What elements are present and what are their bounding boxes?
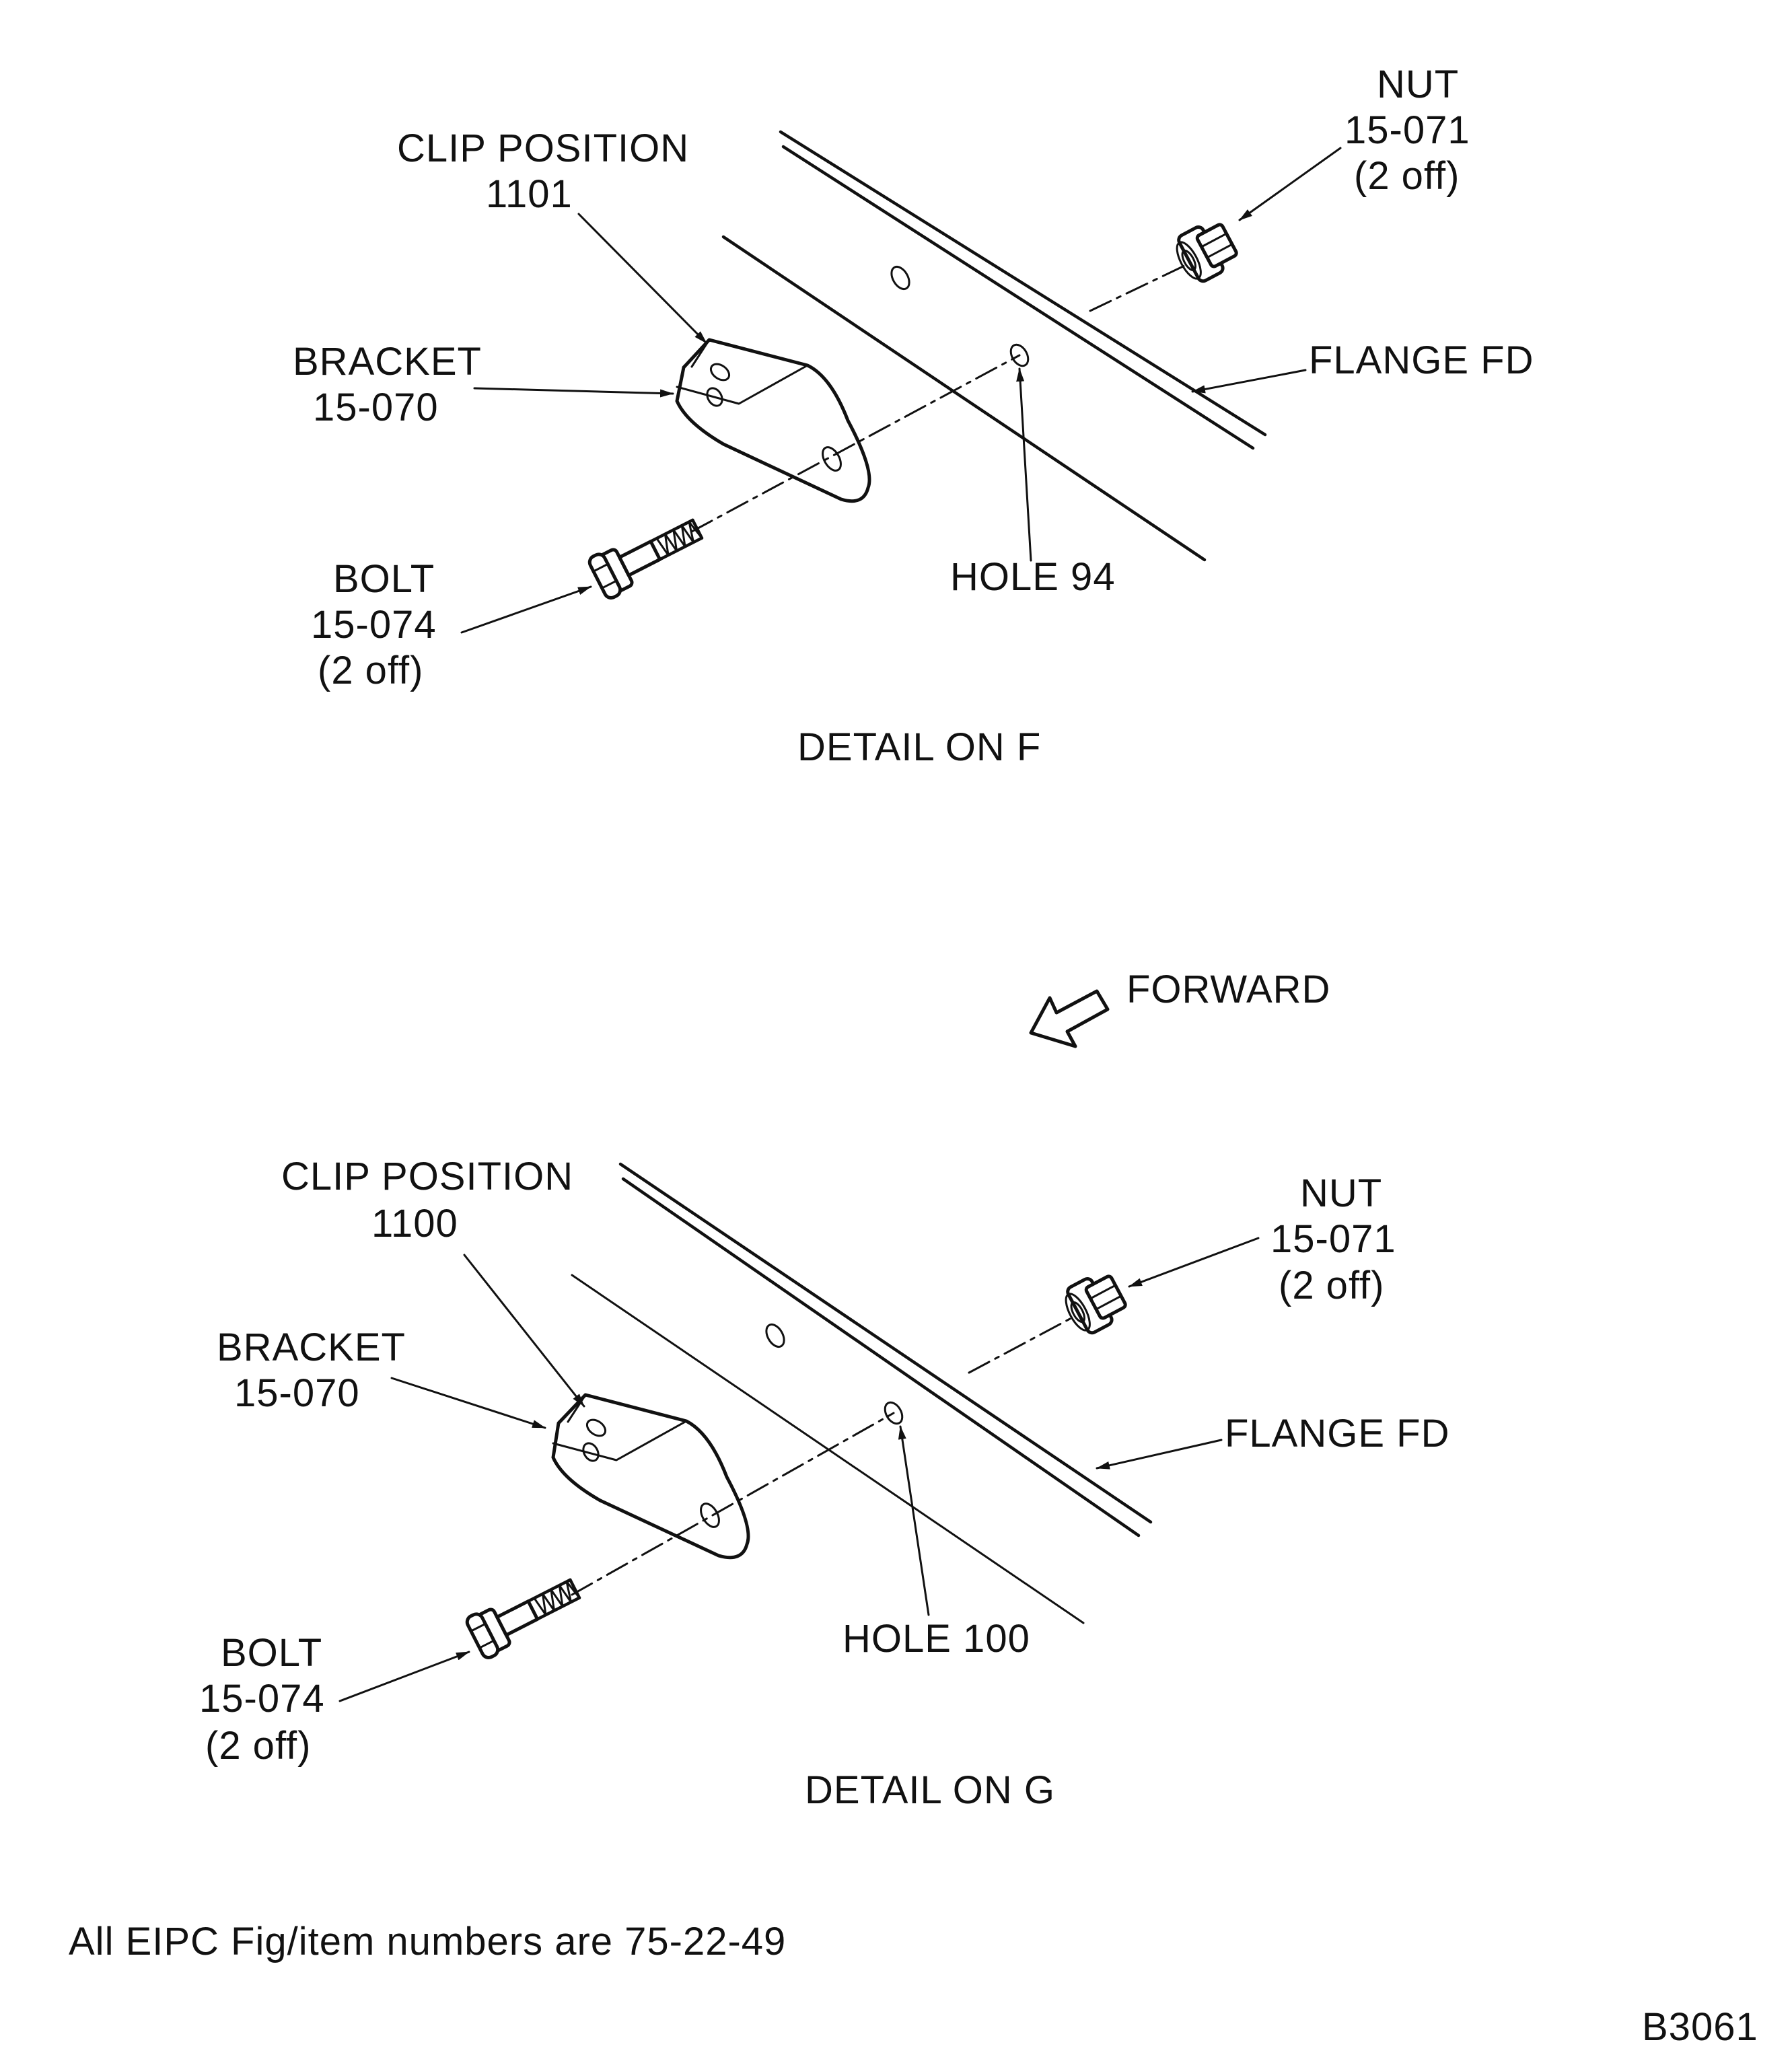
detail-f: CLIP POSITION 1101 BRACKET 15-070 BOLT 1… — [293, 63, 1534, 769]
leader-bolt-f — [460, 585, 592, 634]
leader-hole-100 — [898, 1425, 930, 1616]
flange-label-g: FLANGE FD — [1225, 1412, 1450, 1455]
figure-id: B3061 — [1642, 2005, 1758, 2049]
bolt-qty-f: (2 off) — [318, 649, 423, 692]
forward-arrow-icon — [1029, 989, 1110, 1048]
leader-clip-f — [577, 213, 708, 345]
bolt-label-g: BOLT — [221, 1631, 322, 1675]
detail-g: CLIP POSITION 1100 BRACKET 15-070 BOLT 1… — [199, 1155, 1450, 1812]
nut-f — [1176, 223, 1238, 283]
forward-indicator: FORWARD — [1029, 968, 1330, 1048]
footnote: All EIPC Fig/item numbers are 75-22-49 — [69, 1920, 786, 1963]
nut-g — [1065, 1274, 1127, 1335]
bracket-number-g: 15-070 — [234, 1371, 360, 1415]
bolt-number-f: 15-074 — [311, 603, 437, 647]
bolt-f — [587, 518, 704, 600]
centerline-nut-g — [968, 1317, 1071, 1374]
nut-label-f: NUT — [1377, 63, 1459, 106]
bracket-label-f: BRACKET — [293, 340, 482, 384]
bolt-qty-g: (2 off) — [205, 1724, 311, 1768]
clip-position-number-g: 1100 — [371, 1202, 458, 1245]
hole-label-f: HOLE 94 — [950, 555, 1116, 599]
bolt-label-f: BOLT — [333, 557, 435, 601]
nut-label-g: NUT — [1300, 1171, 1382, 1215]
nut-qty-g: (2 off) — [1279, 1264, 1384, 1307]
bolt-number-g: 15-074 — [199, 1677, 325, 1721]
leader-nut-g — [1128, 1237, 1260, 1288]
clip-position-number-f: 1101 — [486, 172, 573, 216]
hole-label-g: HOLE 100 — [843, 1617, 1030, 1661]
bolt-g — [465, 1578, 581, 1659]
bracket-g — [551, 1393, 750, 1560]
centerline-nut-f — [1089, 264, 1186, 312]
caption-detail-f: DETAIL ON F — [797, 725, 1041, 769]
leader-hole-94 — [1016, 367, 1032, 562]
web-line-f — [721, 235, 1207, 562]
web-hole-upper-f — [890, 265, 910, 291]
forward-label: FORWARD — [1126, 968, 1330, 1011]
web-line-g — [571, 1274, 1085, 1624]
web-hole-upper-g — [765, 1323, 785, 1348]
bracket-f — [675, 338, 871, 503]
leader-bolt-g — [338, 1651, 470, 1702]
bracket-number-f: 15-070 — [313, 386, 439, 429]
flange-fd-g — [618, 1162, 1153, 1538]
flange-label-f: FLANGE FD — [1309, 338, 1534, 382]
leader-flange-f — [1191, 369, 1307, 394]
leader-bracket-g — [390, 1377, 546, 1429]
clip-position-label-f: CLIP POSITION — [397, 126, 689, 170]
nut-number-g: 15-071 — [1270, 1217, 1396, 1261]
leader-clip-g — [463, 1254, 585, 1408]
centerline-bolt-g — [571, 1412, 895, 1596]
flange-fd-f — [779, 130, 1267, 450]
caption-detail-g: DETAIL ON G — [805, 1768, 1055, 1812]
leader-flange-g — [1096, 1439, 1223, 1470]
hole-100 — [884, 1401, 904, 1425]
leader-bracket-f — [473, 387, 674, 398]
nut-number-f: 15-071 — [1345, 108, 1470, 152]
centerline-bolt-f — [690, 354, 1021, 533]
clip-position-label-g: CLIP POSITION — [281, 1155, 573, 1198]
nut-qty-f: (2 off) — [1354, 154, 1460, 198]
bracket-label-g: BRACKET — [217, 1326, 406, 1369]
leader-nut-f — [1238, 147, 1342, 221]
